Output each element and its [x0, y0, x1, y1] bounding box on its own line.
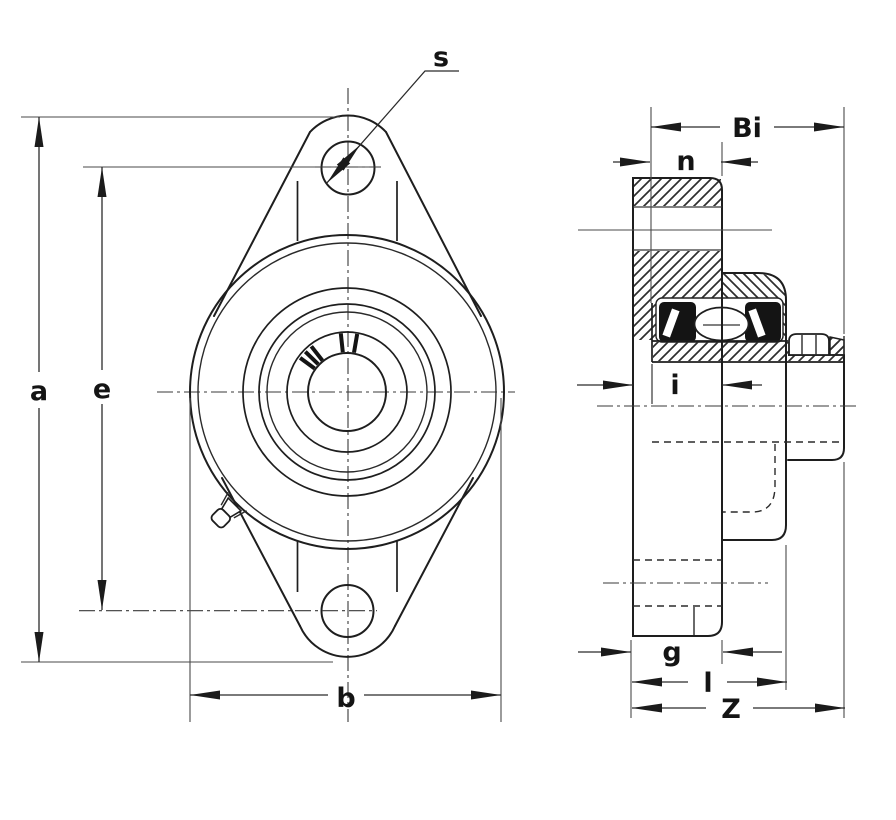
flange-outline [213, 114, 482, 658]
bolt-hole-section-band [633, 206, 722, 251]
flange-section-upper [634, 179, 721, 206]
dimension-label-a: a [30, 376, 48, 407]
shaft-bore-circle [307, 352, 387, 432]
dimension-label-i: i [670, 370, 679, 401]
side-view [578, 177, 858, 637]
flange-web-lines [296, 181, 398, 592]
hub-end-section [829, 336, 845, 356]
dimension-label-e: e [93, 374, 111, 405]
set-screw-marks [298, 333, 360, 371]
hidden-lines [633, 441, 843, 607]
dimension-label-b: b [336, 683, 355, 714]
dimension-label-bi: Bi [732, 113, 762, 144]
front-view [157, 88, 515, 722]
right-raceway [745, 302, 781, 342]
hub-outline [787, 354, 845, 461]
dimension-label-l: l [703, 668, 712, 699]
housing-circles [189, 234, 505, 550]
grease-fitting [210, 492, 247, 529]
dimension-label-g: g [662, 637, 681, 668]
dimension-label-s: s [433, 42, 449, 73]
bottom-bolt-hole [320, 584, 375, 638]
left-raceway [659, 302, 696, 342]
dimension-label-z: Z [721, 694, 741, 725]
housing-boss-outline [721, 272, 787, 541]
flange-plate-outline [632, 177, 723, 637]
dimension-label-n: n [676, 146, 695, 177]
front-dimensions: a e b s [21, 42, 502, 722]
top-bolt-hole [320, 140, 376, 196]
side-dimensions: Bi n i g l Z [577, 107, 845, 725]
set-screw-hex [788, 333, 830, 356]
